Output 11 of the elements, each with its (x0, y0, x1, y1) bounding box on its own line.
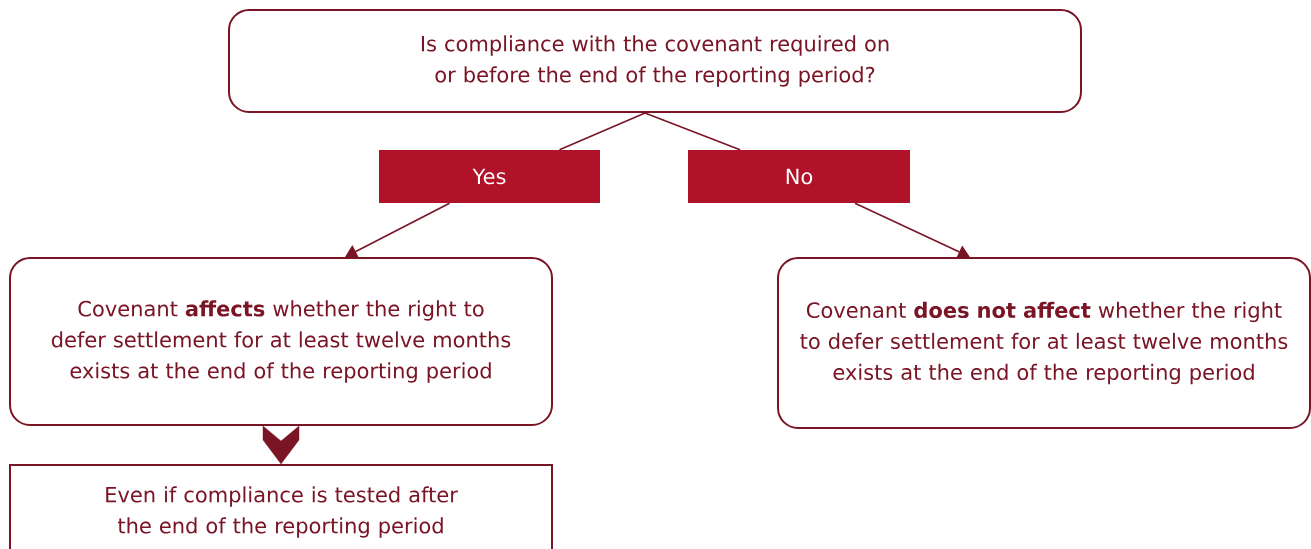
note-box: Even if compliance is tested after the end of the reporting period (9, 464, 553, 549)
connector-line (644, 112, 741, 151)
connector-line (558, 112, 646, 151)
answer-band: Yes (379, 150, 600, 203)
question-box: Covenant does not affect whether the right to defer settlement for at least twelve months exists at the end of the reporting period (777, 257, 1311, 429)
arrow (854, 202, 970, 259)
question-box: Covenant affects whether the right to defer settlement for at least twelve months exists at the end of the reporting period (9, 257, 553, 426)
question-box: Is compliance with the covenant required on or before the end of the reporting period? (228, 9, 1082, 113)
answer-band: No (688, 150, 910, 203)
chevron-arrow (262, 425, 300, 465)
arrow (345, 202, 451, 258)
